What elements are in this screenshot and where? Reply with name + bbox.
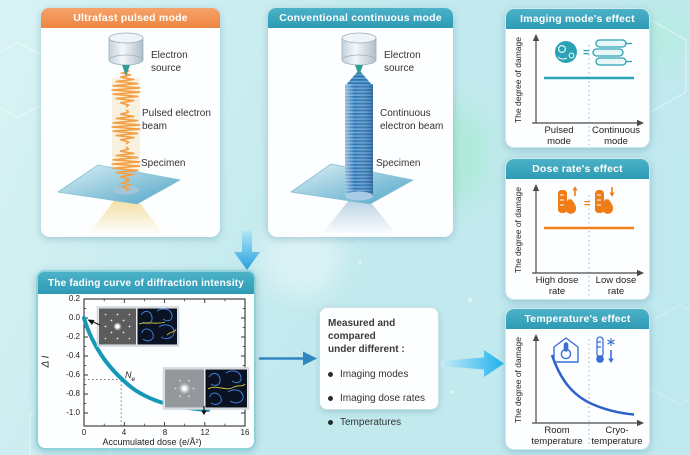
comparison-title: Measured and compared under different : bbox=[328, 318, 405, 355]
y-axis-label: The degree of damage bbox=[513, 187, 523, 274]
continuous-beam bbox=[345, 70, 373, 201]
axes bbox=[532, 40, 637, 124]
electron-source-icon bbox=[341, 32, 377, 76]
x-right-label: Low dose rate bbox=[595, 275, 637, 298]
y-tick: -1.0 bbox=[66, 408, 80, 417]
axes bbox=[532, 340, 637, 424]
pulsed-beam-label: Pulsed electron beam bbox=[142, 108, 211, 132]
specimen-label: Specimen bbox=[376, 158, 421, 169]
arrow-right-icon bbox=[259, 351, 317, 366]
x-left-label: Room temperature bbox=[531, 425, 583, 448]
cryo-temperature-icon bbox=[596, 336, 615, 363]
damage-decay-curve bbox=[550, 354, 635, 416]
temperature-effect-chart bbox=[532, 334, 644, 447]
panel-header: The fading curve of diffraction intensit… bbox=[38, 272, 254, 294]
arrow-down-icon bbox=[234, 231, 260, 270]
list-item-label: Imaging modes bbox=[340, 369, 409, 380]
y-axis-label: Δ I bbox=[40, 355, 52, 368]
inset-fresh-pattern bbox=[96, 306, 180, 347]
panel-title: Ultrafast pulsed mode bbox=[73, 12, 188, 24]
specimen-label: Specimen bbox=[141, 158, 186, 169]
bullet-icon bbox=[328, 372, 333, 377]
x-tick: 8 bbox=[162, 428, 168, 437]
pulsed-beam-illustration bbox=[56, 32, 182, 235]
list-item-label: Temperatures bbox=[340, 417, 402, 428]
continuous-beam-illustration bbox=[289, 32, 415, 235]
panel-header: Ultrafast pulsed mode bbox=[41, 8, 220, 28]
bullet-icon bbox=[328, 396, 333, 401]
list-item: Imaging modes bbox=[328, 369, 430, 380]
high-dose-rate-icon bbox=[558, 186, 578, 214]
y-tick: -0.2 bbox=[66, 332, 80, 341]
x-right-label: Continuous mode bbox=[591, 125, 641, 148]
y-axis-label: The degree of damage bbox=[513, 337, 523, 424]
x-tick: 12 bbox=[200, 428, 210, 437]
panel-title: Dose rate's effect bbox=[532, 163, 623, 175]
x-tick: 4 bbox=[121, 428, 127, 437]
x-left-label: Pulsed mode bbox=[544, 125, 574, 148]
pulsed-mode-icon bbox=[555, 41, 577, 63]
transmitted-beam-cone bbox=[88, 198, 164, 235]
electron-source-label: Electron source bbox=[384, 50, 421, 74]
panel-title: Imaging mode's effect bbox=[520, 13, 635, 25]
major-ticks bbox=[83, 298, 246, 426]
y-tick: 0.0 bbox=[68, 313, 80, 322]
panel-ultrafast-pulsed-mode: Ultrafast pulsed mode bbox=[41, 8, 220, 237]
panel-imaging-mode-effect: Imaging mode's effect = bbox=[505, 8, 650, 148]
room-temperature-icon bbox=[553, 337, 579, 363]
equals-sign: = bbox=[583, 47, 589, 59]
panel-title: Conventional continuous mode bbox=[279, 12, 442, 24]
x-tick: 16 bbox=[240, 428, 250, 437]
x-tick: 0 bbox=[81, 428, 87, 437]
imaging-effect-chart: = bbox=[532, 34, 644, 145]
panel-title: The fading curve of diffraction intensit… bbox=[48, 277, 244, 289]
panel-temperature-effect: Temperature's effect bbox=[505, 308, 650, 450]
x-left-label: High dose rate bbox=[535, 275, 579, 298]
axes bbox=[532, 190, 637, 274]
x-right-label: Cryo- temperature bbox=[591, 425, 643, 448]
y-tick: -0.8 bbox=[66, 389, 80, 398]
list-item: Temperatures bbox=[328, 417, 430, 428]
continuous-beam-label: Continuous electron beam bbox=[380, 108, 444, 132]
arrow-right-icon bbox=[441, 350, 504, 377]
x-axis-label: Accumulated dose (e/Å²) bbox=[102, 437, 202, 447]
panel-header: Imaging mode's effect bbox=[506, 9, 649, 29]
panel-header: Dose rate's effect bbox=[506, 159, 649, 179]
beam-impact-spot bbox=[113, 185, 139, 195]
panel-fading-curve: The fading curve of diffraction intensit… bbox=[36, 270, 256, 450]
panel-title: Temperature's effect bbox=[524, 313, 631, 325]
low-dose-rate-icon bbox=[595, 187, 615, 214]
panel-conventional-continuous-mode: Conventional continuous mode bbox=[268, 8, 453, 237]
inset-arrow bbox=[201, 406, 207, 415]
electron-source-icon bbox=[108, 32, 144, 76]
panel-header: Conventional continuous mode bbox=[268, 8, 453, 28]
equals-sign: = bbox=[584, 198, 590, 210]
panel-dose-rate-effect: Dose rate's effect bbox=[505, 158, 650, 300]
list-item-label: Imaging dose rates bbox=[340, 393, 426, 404]
y-tick: -0.6 bbox=[66, 370, 80, 379]
transmitted-beam-cone bbox=[321, 200, 397, 235]
list-item: Imaging dose rates bbox=[328, 393, 430, 404]
inset-arrow bbox=[87, 319, 101, 326]
inset-faded-pattern bbox=[162, 367, 250, 410]
bullet-icon bbox=[328, 420, 333, 425]
continuous-mode-icon bbox=[592, 39, 632, 66]
ne-annotation: Ne bbox=[125, 370, 136, 383]
ne-guide-lines bbox=[84, 379, 122, 426]
comparison-conditions-box: Measured and compared under different : … bbox=[319, 307, 439, 428]
dose-rate-effect-chart: = bbox=[532, 184, 644, 297]
fading-curve-chart bbox=[82, 298, 250, 427]
specimen-plate bbox=[56, 164, 182, 205]
y-tick: -0.4 bbox=[66, 351, 80, 360]
y-axis-label: The degree of damage bbox=[513, 37, 523, 124]
panel-header: Temperature's effect bbox=[506, 309, 649, 329]
y-tick: 0.2 bbox=[68, 294, 80, 303]
electron-source-label: Electron source bbox=[151, 50, 188, 74]
